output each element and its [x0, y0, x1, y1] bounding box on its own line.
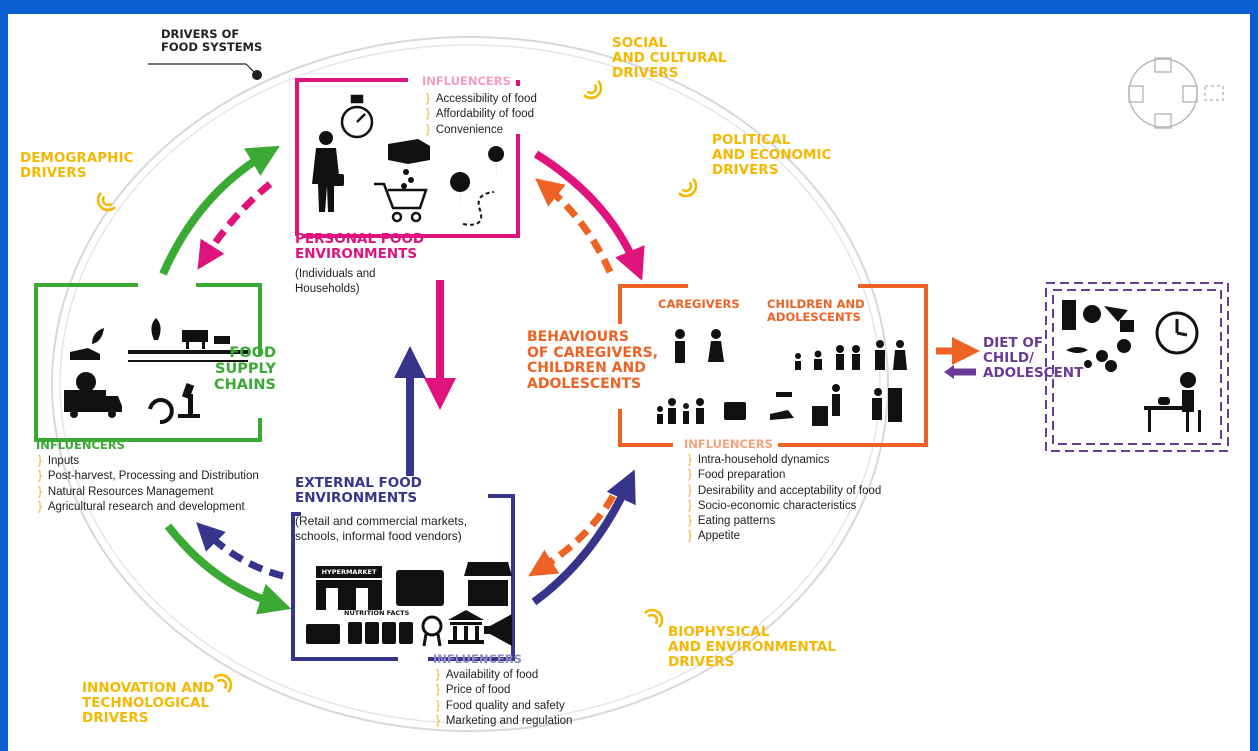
- cooking-person-icon: [812, 384, 840, 426]
- truck-temperature: -10°C: [69, 364, 89, 371]
- wave-icon-demographic: [96, 192, 116, 212]
- nutrition-labels-icon: [348, 622, 413, 644]
- supply-influencers-list: InputsPost-harvest, Processing and Distr…: [38, 454, 259, 515]
- arrow-supply-to-external: [164, 523, 292, 615]
- behaviours-influencers-heading: INFLUENCERS: [684, 437, 773, 451]
- farm-animals-icon: [128, 318, 248, 362]
- hypermarket-icon: [316, 566, 382, 610]
- fridge-person-icon: [872, 388, 902, 422]
- wave-icon-social: [583, 80, 603, 100]
- clock-icon: [1155, 311, 1199, 355]
- school-tray-icon: [396, 570, 444, 606]
- diagram-graphics: [34, 36, 1229, 732]
- caregivers-label: CAREGIVERS: [658, 297, 740, 311]
- system-logo-icon: [1128, 57, 1224, 129]
- nutrition-facts-label: NUTRITION FACTS: [344, 609, 410, 617]
- wave-icon-innovation: [213, 673, 233, 693]
- shopper-icon: [312, 131, 344, 212]
- family-icon: [657, 398, 704, 424]
- personal-influencers-list: Accessibility of foodAffordability of fo…: [426, 92, 537, 138]
- hand-coins-icon: [388, 139, 430, 189]
- behaviours-frame: [618, 284, 928, 447]
- megaphone-icon: [484, 614, 512, 646]
- arrow-personal-to-behaviours: [533, 150, 645, 281]
- recycle-icon: [148, 398, 174, 425]
- external-frame: [291, 494, 515, 661]
- caregivers-icon: [675, 329, 724, 363]
- stopwatch-icon: [340, 94, 374, 139]
- arrow-supply-to-personal: [159, 145, 280, 276]
- external-influencers-list: Availability of foodPrice of foodFood qu…: [436, 668, 573, 729]
- microscope-icon: [178, 383, 200, 418]
- children-icon: [795, 340, 907, 370]
- eating-person-icon: [1144, 372, 1201, 432]
- refrigerated-truck-icon: [64, 372, 122, 418]
- handwashing-icon: [770, 392, 794, 420]
- behaviours-influencers-list: Intra-household dynamicsFood preparation…: [688, 453, 881, 545]
- arrow-behaviours-to-external: [528, 494, 617, 577]
- quality-seal-icon: [421, 615, 443, 647]
- food-system-ring-outer: [51, 36, 889, 732]
- government-building-icon: [448, 610, 484, 644]
- food-variety-icon: [1062, 300, 1134, 372]
- wave-icon-political: [678, 178, 698, 198]
- seedling-hand-icon: [70, 328, 104, 360]
- arrow-personal-to-supply: [197, 181, 273, 270]
- map-route-icon: [450, 146, 505, 226]
- arrow-external-to-behaviours: [531, 469, 636, 606]
- wallet-icon: [724, 402, 746, 420]
- supply-influencers-heading: INFLUENCERS: [36, 438, 125, 452]
- arrow-external-to-supply: [196, 522, 284, 580]
- personal-influencers-heading: INFLUENCERS: [422, 74, 511, 88]
- external-influencers-heading: INFLUENCERS: [433, 652, 522, 666]
- personal-frame: [295, 78, 520, 238]
- arrow-behaviours-to-personal: [535, 178, 614, 274]
- diet-frame: [1045, 282, 1229, 452]
- hypermarket-sign: HYPERMARKET: [321, 568, 377, 576]
- external-subtitle: (Retail and commercial markets,schools, …: [295, 514, 468, 543]
- money-icon: [306, 624, 340, 644]
- supply-frame: [34, 283, 262, 442]
- shopping-cart-icon: [374, 182, 428, 223]
- drivers-callout-line: [148, 63, 262, 80]
- market-stall-icon: [464, 562, 512, 606]
- wave-icon-biophysical: [644, 608, 664, 628]
